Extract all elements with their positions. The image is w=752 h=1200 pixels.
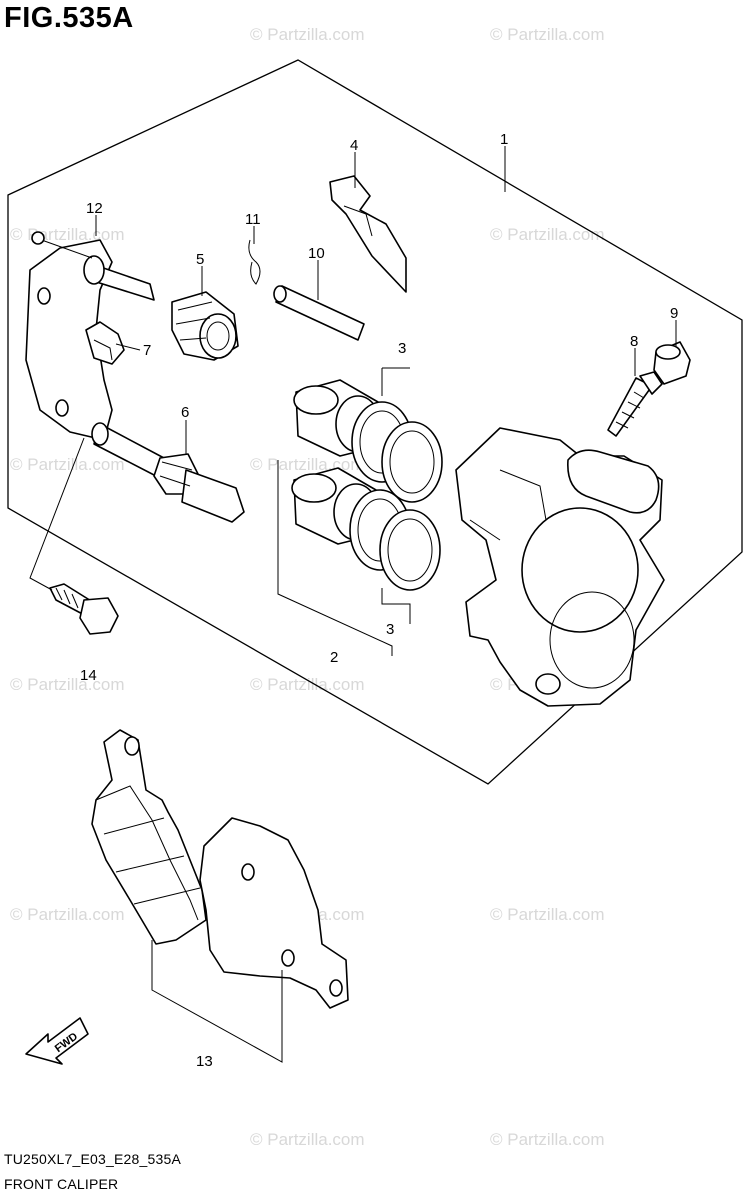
brake-pad-rear	[199, 817, 349, 1009]
piston-seals-lower	[349, 489, 441, 591]
callout-11: 11	[245, 211, 261, 228]
callout-8: 8	[630, 333, 638, 350]
model-code: TU250XL7_E03_E28_535A	[4, 1151, 182, 1167]
caliper-body	[455, 427, 665, 707]
watermark: © Partzilla.com	[10, 455, 125, 474]
pad-pin	[273, 285, 365, 341]
pad-spring	[85, 321, 125, 365]
watermark: © Partzilla.com	[490, 1130, 605, 1149]
watermark: © Partzilla.com	[250, 1130, 365, 1149]
watermark: © Partzilla.com	[10, 675, 125, 694]
callout-2: 2	[330, 649, 338, 666]
figure-caption: FRONT CALIPER	[4, 1176, 119, 1192]
watermark: © Partzilla.com	[490, 225, 605, 244]
callout-1: 1	[500, 131, 508, 148]
watermark: © Partzilla.com	[250, 675, 365, 694]
bleeder-screw	[607, 371, 663, 437]
callout-10: 10	[308, 245, 325, 262]
piston-seals-upper	[351, 401, 443, 503]
callout-7: 7	[143, 342, 151, 359]
watermark: © Partzilla.com	[490, 905, 605, 924]
watermark: © Partzilla.com	[490, 25, 605, 44]
callout-3-lower: 3	[386, 621, 394, 638]
fwd-arrow: FWD	[25, 1017, 89, 1065]
callout-14: 14	[80, 667, 97, 684]
bleeder-cap	[653, 341, 691, 385]
callout-9: 9	[670, 305, 678, 322]
caliper-bracket	[25, 231, 155, 441]
mounting-bolt	[49, 583, 119, 635]
callout-3-upper: 3	[398, 340, 406, 357]
callout-12: 12	[86, 200, 103, 217]
slide-pin	[91, 422, 245, 523]
callout-4: 4	[350, 137, 358, 154]
watermark: © Partzilla.com	[250, 25, 365, 44]
watermark: © Partzilla.com	[10, 225, 125, 244]
pin-clip	[248, 239, 261, 285]
figure-title: FIG.535A	[4, 2, 134, 34]
watermark: © Partzilla.com	[10, 905, 125, 924]
callout-5: 5	[196, 251, 204, 268]
brake-pad-front	[91, 729, 207, 945]
callout-13: 13	[196, 1053, 213, 1070]
callout-6: 6	[181, 404, 189, 421]
pad-shim	[329, 175, 407, 293]
leader-line	[29, 437, 85, 591]
callouts: 1 4 11 10 12 5 7 6 3 8 9 3 2 14 13	[80, 131, 678, 1070]
leader-lines	[95, 146, 677, 1063]
watermark: © Partzilla.com	[250, 455, 365, 474]
assembly-outline	[7, 59, 743, 785]
boot	[171, 291, 239, 361]
